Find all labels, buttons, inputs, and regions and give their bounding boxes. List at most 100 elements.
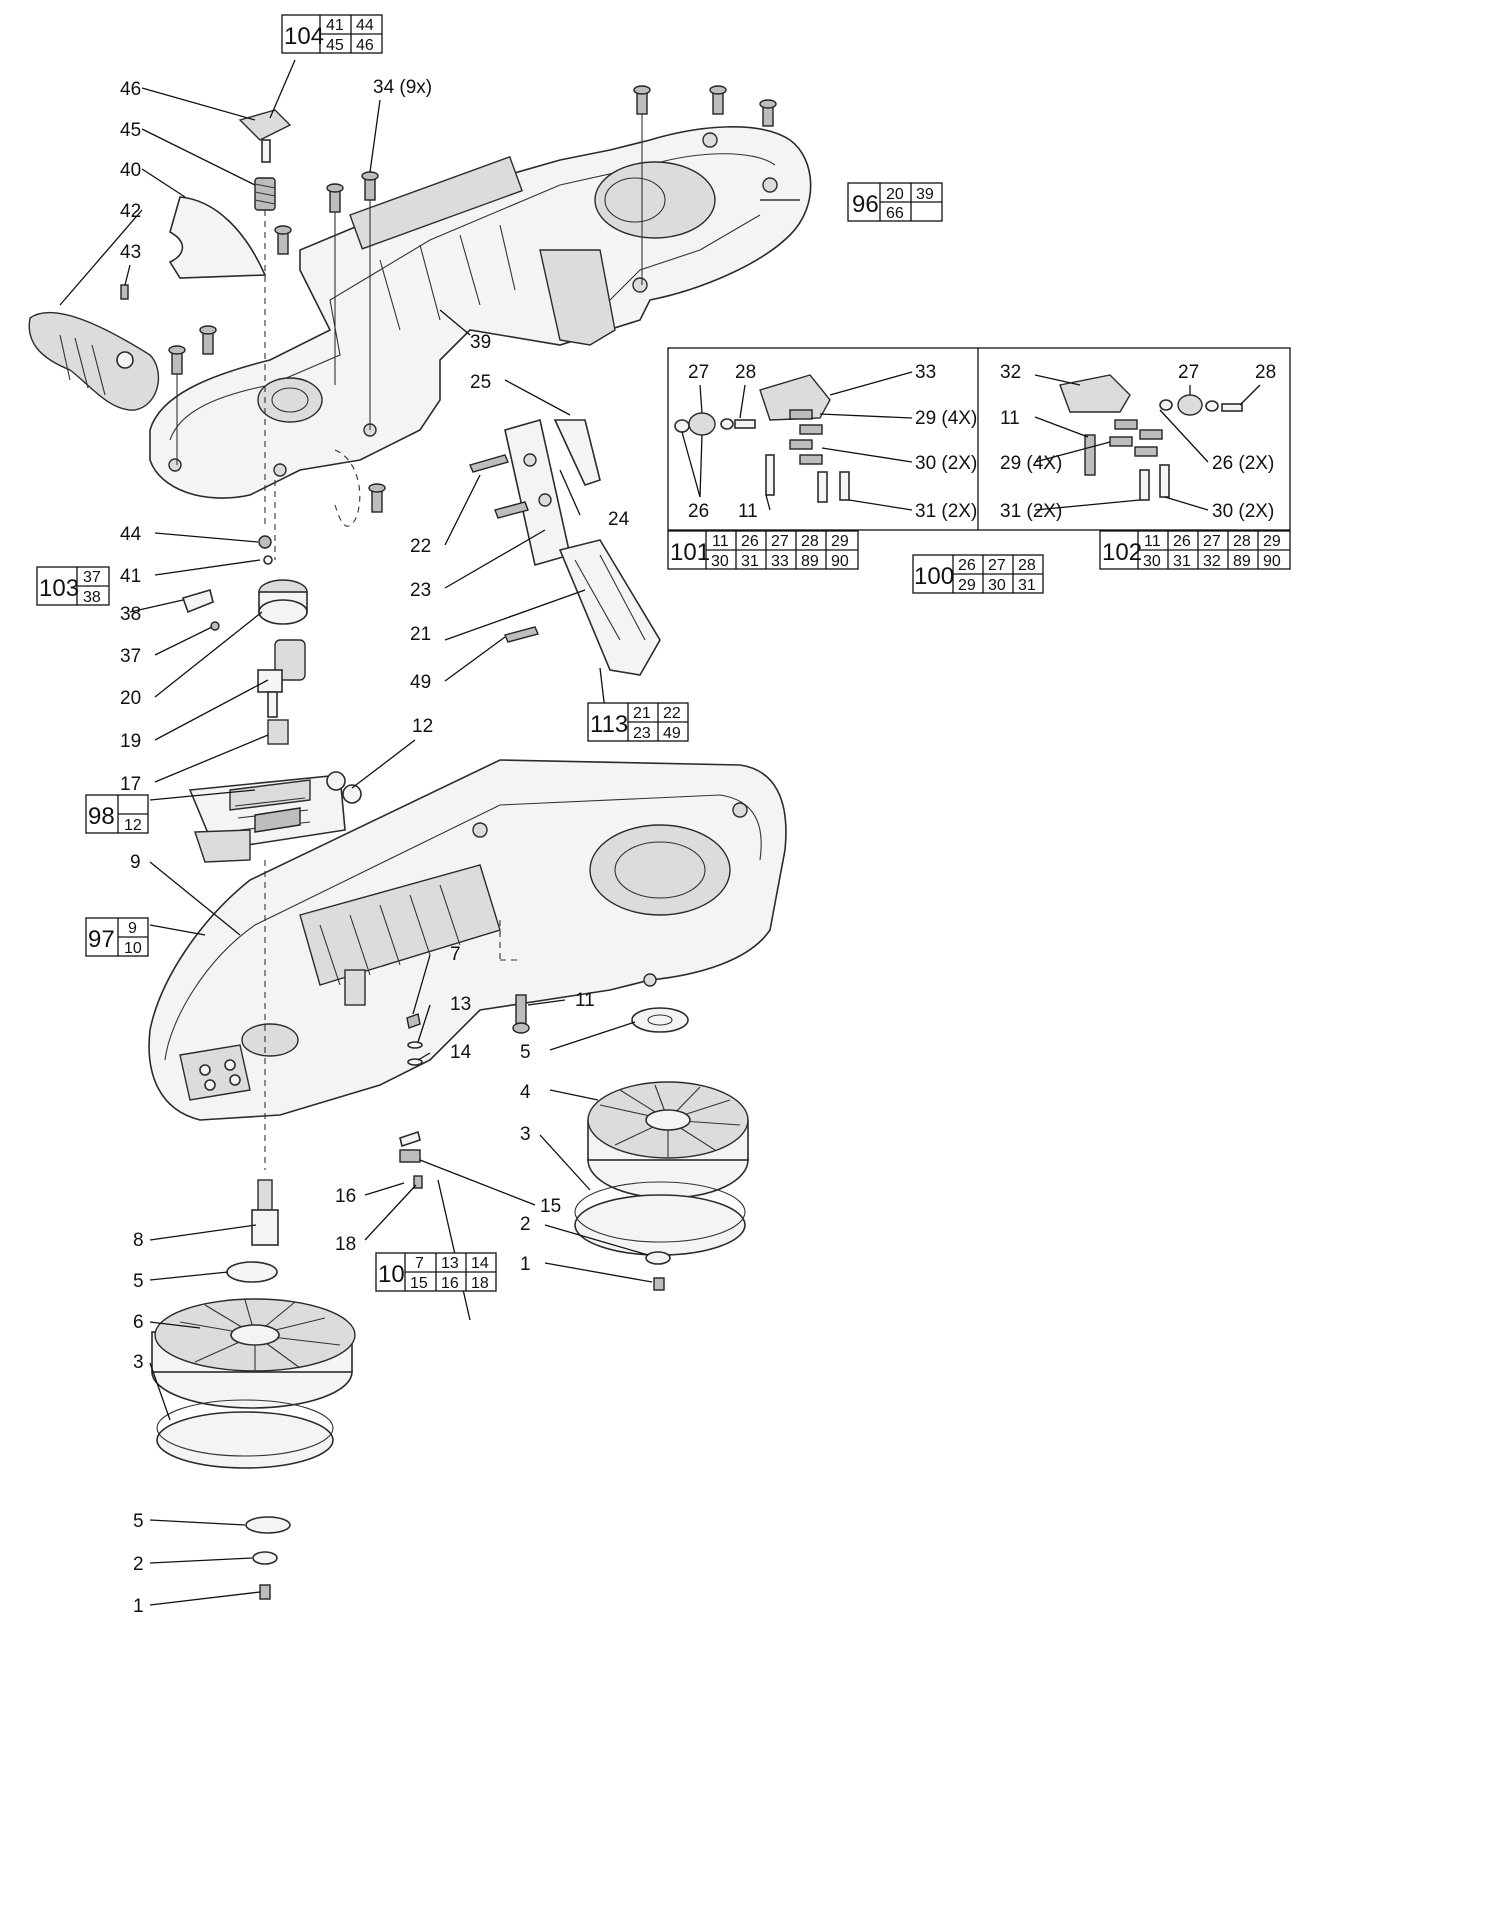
detail-callout-27-left: 27 [688,362,709,383]
detail-callout-31-left: 31 (2X) [915,501,977,522]
callout-16: 16 [335,1186,356,1207]
callout-15: 15 [540,1196,561,1217]
kit-102-cell: 32 [1203,553,1221,570]
callout-3-right: 3 [520,1124,531,1145]
guide-bar-part-23 [504,418,661,676]
callout-39: 39 [470,332,491,353]
kit-101-cell: 29 [831,533,849,550]
callout-43: 43 [120,242,141,263]
tension-spring-assembly-98 [188,771,362,863]
lever-part-42 [28,311,160,411]
kit-103-cell: 38 [83,589,101,606]
kit-102-cell: 31 [1173,553,1191,570]
callout-5-right: 5 [520,1042,531,1063]
kit-box-98: 98 12 [85,794,149,834]
detail-callout-11-left: 11 [738,501,758,522]
kit-102-cell: 29 [1263,533,1281,550]
kit-10-cell: 15 [410,1275,428,1292]
callout-labels: 46 34 (9x) 45 40 42 43 39 25 24 22 23 21… [120,77,1276,1617]
callout-5-left-bottom: 5 [133,1511,144,1532]
kit-101-cell: 28 [801,533,819,550]
detail-callout-27-right: 27 [1178,362,1199,383]
detail-callout-29-right: 29 (4X) [1000,453,1062,474]
kit-box-97: 97 9 10 [85,917,149,957]
drive-wheel-right [574,1007,749,1291]
callout-17: 17 [120,774,141,795]
kit-id-10: 10 [378,1261,405,1288]
callout-46: 46 [120,79,141,100]
kit-id-103: 103 [39,575,79,602]
callout-13: 13 [450,994,471,1015]
detail-callout-11-right: 11 [1000,408,1020,429]
callout-14: 14 [450,1042,472,1063]
callout-9: 9 [130,852,141,873]
kit-103-cell: 37 [83,569,101,586]
kit-box-102: 102 11 26 27 28 29 30 31 32 89 90 [1099,530,1291,570]
kit-101-cell: 31 [741,553,759,570]
callout-5-left-top: 5 [133,1271,144,1292]
kit-100-cell: 28 [1018,557,1036,574]
kit-id-102: 102 [1102,539,1142,566]
kit-10-cell: 14 [471,1255,489,1272]
kit-102-cell: 26 [1173,533,1191,550]
kit-box-101: 101 11 26 27 28 29 30 31 33 89 90 [667,530,859,570]
kit-102-cell: 89 [1233,553,1251,570]
upper-cover-part [149,126,812,499]
kit-10-cell: 7 [415,1255,424,1272]
kit-id-100: 100 [914,563,954,590]
kit-box-10: 10 7 13 14 15 16 18 [375,1252,497,1292]
callout-38: 38 [120,604,141,625]
callout-42: 42 [120,201,141,222]
kit-id-113: 113 [590,711,628,738]
detail-callout-30-right: 30 (2X) [1212,501,1274,522]
kit-101-cell: 27 [771,533,789,550]
kit-96-cell: 39 [916,186,934,203]
detail-callout-31-right: 31 (2X) [1000,501,1062,522]
collar-stack [181,535,308,745]
kit-104-cell: 41 [326,17,344,34]
kit-10-cell: 13 [441,1255,459,1272]
callout-37: 37 [120,646,141,667]
detail-callout-30-left: 30 (2X) [915,453,977,474]
kit-box-100: 100 26 27 28 29 30 31 [912,554,1044,594]
callout-40: 40 [120,160,141,181]
kit-104-cell: 44 [356,17,374,34]
kit-id-104: 104 [284,23,324,50]
kit-boxes: 104 41 44 45 46 96 20 39 66 103 37 38 [36,14,1291,1292]
kit-102-cell: 28 [1233,533,1251,550]
kit-id-101: 101 [670,539,710,566]
detail-callout-26-left: 26 [688,501,709,522]
screw-set-34 [168,85,777,513]
kit-97-cell: 10 [124,940,142,957]
kit-100-cell: 26 [958,557,976,574]
callout-18: 18 [335,1234,356,1255]
kit-113-cell: 22 [663,705,681,722]
callout-1-left: 1 [133,1596,144,1617]
kit-104-cell: 45 [326,37,344,54]
callout-25: 25 [470,372,491,393]
kit-101-cell: 11 [712,533,729,550]
kit-box-103: 103 37 38 [36,566,110,606]
callout-24: 24 [608,509,630,530]
detail-callout-29-left: 29 (4X) [915,408,977,429]
kit-96-cell: 20 [886,186,904,203]
cover-part-40 [168,196,267,279]
kit-id-96: 96 [852,191,879,218]
kit-102-cell: 11 [1144,533,1161,550]
leader-lines [59,59,1261,1606]
callout-8: 8 [133,1230,144,1251]
kit-id-98: 98 [88,803,115,830]
callout-4: 4 [520,1082,531,1103]
lower-housing-part-9 [148,759,787,1121]
kit-box-113: 113 21 22 23 49 [587,702,689,742]
callout-11: 11 [575,990,595,1011]
kit-100-cell: 31 [1018,577,1036,594]
idler-wheel-left [151,1179,356,1600]
kit-box-104: 104 41 44 45 46 [281,14,383,54]
kit-102-cell: 27 [1203,533,1221,550]
kit-id-97: 97 [88,926,115,953]
kit-100-cell: 30 [988,577,1006,594]
callout-6: 6 [133,1312,144,1333]
detail-callout-28-left: 28 [735,362,756,383]
